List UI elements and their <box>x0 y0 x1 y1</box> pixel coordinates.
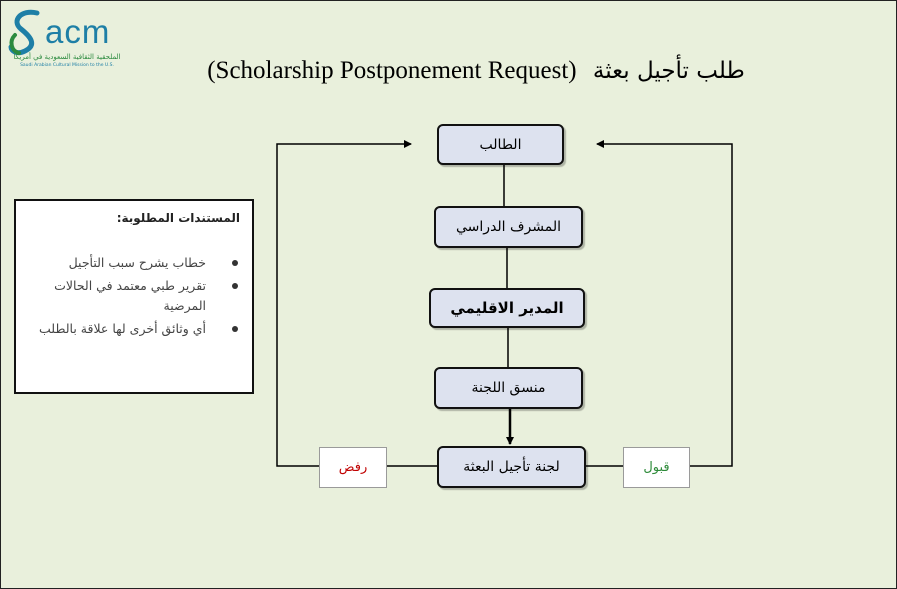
reject-return-arrow <box>276 140 412 467</box>
bullet-icon <box>232 326 238 332</box>
documents-title: المستندات المطلوبة: <box>116 211 240 225</box>
document-item: خطاب يشرح سبب التأجيل <box>26 253 238 273</box>
document-item-text: أي وثائق أخرى لها علاقة بالطلب <box>39 321 206 336</box>
accept-tag: قبول <box>623 447 690 488</box>
document-item-text: خطاب يشرح سبب التأجيل <box>68 255 206 270</box>
step-committee-coordinator-box: منسق اللجنة <box>434 367 583 409</box>
step-regional-director-box: المدير الاقليمي <box>429 288 585 328</box>
bullet-icon <box>232 283 238 289</box>
document-item: أي وثائق أخرى لها علاقة بالطلب <box>26 319 238 339</box>
document-item: تقرير طبي معتمد في الحالات المرضية <box>26 276 238 316</box>
bullet-icon <box>232 260 238 266</box>
document-item-text: تقرير طبي معتمد في الحالات المرضية <box>54 278 206 313</box>
logo-wordmark: acm <box>45 13 111 50</box>
logo-subtitle-arabic: الملحقية الثقافية السعودية في أمريكا <box>13 53 121 61</box>
step-academic-advisor-box: المشرف الدراسي <box>434 206 583 248</box>
step-student-box: الطالب <box>437 124 564 165</box>
page-title: (Scholarship Postponement Request) طلب ت… <box>171 57 781 85</box>
required-documents-box: المستندات المطلوبة: خطاب يشرح سبب التأجي… <box>14 199 254 394</box>
documents-list: خطاب يشرح سبب التأجيل تقرير طبي معتمد في… <box>26 253 238 342</box>
logo-subtitle-english: Saudi Arabian Cultural Mission to the U.… <box>20 63 114 68</box>
logo-swirl-icon <box>8 9 40 56</box>
title-english: (Scholarship Postponement Request) <box>207 57 577 84</box>
step-postponement-committee-box: لجنة تأجيل البعثة <box>437 446 586 488</box>
accept-return-arrow <box>596 140 733 467</box>
title-arabic: طلب تأجيل بعثة <box>592 58 745 84</box>
sacm-logo: acm الملحقية الثقافية السعودية في أمريكا… <box>7 7 127 75</box>
reject-tag: رفض <box>319 447 387 488</box>
